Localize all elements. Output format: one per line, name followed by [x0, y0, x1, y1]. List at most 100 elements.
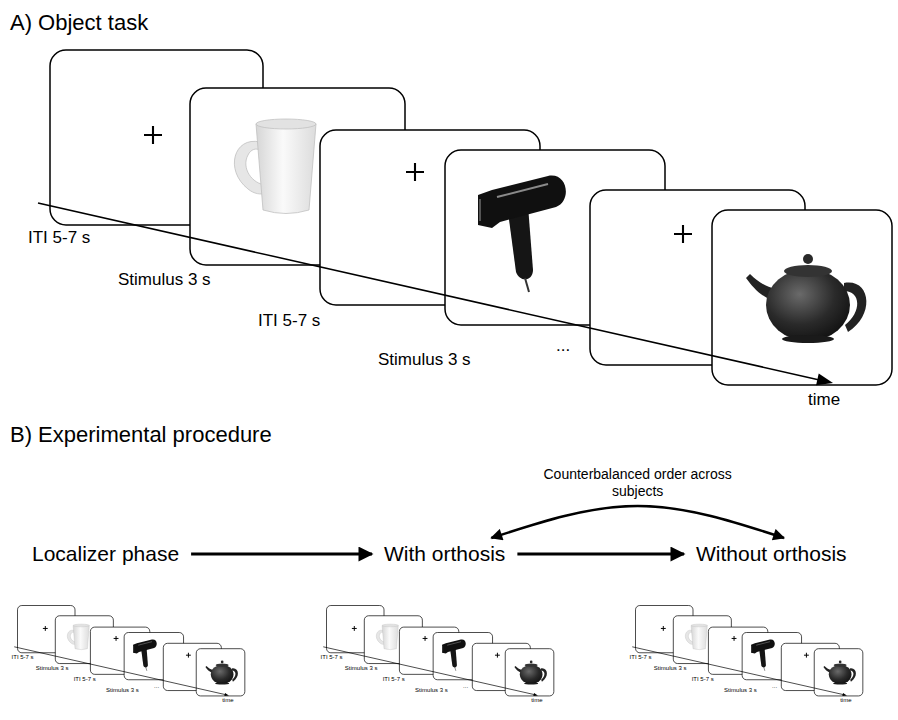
teapot-knob [839, 661, 842, 664]
connector-arrow [517, 553, 684, 556]
fixation-cross [661, 626, 666, 631]
thumbnail-label: time [222, 697, 233, 704]
fixation-cross [804, 653, 809, 658]
dryer-highlight [497, 184, 548, 197]
dryer-highlight [756, 642, 770, 646]
timeline-label: time [808, 390, 840, 410]
thumbnail-label: ... [154, 683, 159, 690]
thumbnail-label: time [531, 697, 542, 704]
dryer-body [751, 639, 775, 653]
thumbnail-label: Stimulus 3 s [345, 665, 378, 672]
panel-title: B) Experimental procedure [10, 422, 272, 447]
thumbnail-label: ITI 5-7 s [74, 676, 96, 683]
thumbnail-label: Stimulus 3 s [654, 665, 687, 672]
thumbnail-label: ITI 5-7 s [630, 654, 652, 661]
timeline-arrowhead [842, 693, 847, 696]
teapot-lid [834, 664, 847, 667]
teapot-lid [525, 664, 538, 667]
stimulus-frame [814, 649, 863, 696]
thumbnail-label: Stimulus 3 s [36, 665, 69, 672]
timeline-axis [632, 647, 843, 695]
fixation-cross [674, 225, 692, 243]
mug-rim [691, 624, 707, 627]
fixation-cross [732, 636, 737, 641]
teapot-base [215, 682, 229, 684]
teapot-base [524, 682, 538, 684]
fixation-cross [495, 653, 500, 658]
timeline-axis [38, 203, 821, 380]
fixation-cross [144, 126, 162, 144]
teapot-body [766, 269, 850, 341]
phase-label: Without orthosis [692, 540, 851, 568]
dryer-body [478, 176, 566, 228]
object-task-panel [38, 50, 892, 385]
thumbnail-label: ITI 5-7 s [321, 654, 343, 661]
teapot-knob [221, 661, 224, 664]
dryer-nozzle [442, 646, 443, 652]
dryer-highlight [447, 642, 461, 646]
dryer-nozzle [751, 646, 752, 652]
timeline-label: ITI 5-7 s [258, 311, 320, 331]
stimulus-frame [505, 649, 554, 696]
mug-body [73, 625, 89, 649]
thumbnail-label: ITI 5-7 s [383, 676, 405, 683]
phase-text: Localizer phase [32, 542, 179, 566]
mug-rim [382, 624, 398, 627]
timeline-label: Stimulus 3 s [378, 350, 471, 370]
task-thumbnail [323, 606, 554, 697]
fixation-cross [423, 636, 428, 641]
phase-label: With orthosis [380, 540, 509, 568]
mug-rim [256, 119, 316, 129]
timeline-label: ITI 5-7 s [28, 228, 90, 248]
thumbnail-label: time [840, 697, 851, 704]
timeline-label: ... [556, 336, 570, 356]
fixation-cross [352, 626, 357, 631]
thumbnail-label: ITI 5-7 s [692, 676, 714, 683]
dryer-nozzle [479, 199, 481, 221]
dryer-body [133, 639, 157, 653]
mug-rim [73, 624, 89, 627]
teapot-lid [784, 265, 832, 277]
panel-title: A) Object task [10, 10, 148, 35]
mug-body [691, 625, 707, 649]
phase-label: Localizer phase [28, 540, 183, 568]
fixation-cross [406, 163, 424, 181]
dryer-cord [764, 667, 765, 671]
mug-body [256, 124, 316, 214]
timeline-axis [323, 647, 534, 695]
connector-arrow [191, 553, 372, 556]
phase-text: With orthosis [384, 542, 505, 566]
thumbnail-label: ITI 5-7 s [12, 654, 34, 661]
dryer-nozzle [133, 646, 134, 652]
thumbnail-label: ... [463, 683, 468, 690]
teapot-body [211, 665, 234, 684]
dryer-body [442, 639, 466, 653]
timeline-axis [14, 647, 225, 695]
timeline-arrowhead [533, 693, 538, 696]
teapot-base [833, 682, 847, 684]
teapot-base [782, 335, 834, 343]
fixation-cross [114, 636, 119, 641]
timeline-label: Stimulus 3 s [118, 270, 211, 290]
edge-label: Counterbalanced order across subjects [530, 466, 745, 500]
timeline-arrowhead [224, 693, 229, 696]
timeline-arrowhead [816, 374, 833, 386]
teapot-knob [803, 254, 813, 264]
teapot-body [829, 665, 852, 684]
fixation-cross [43, 626, 48, 631]
thumbnail-label: Stimulus 3 s [724, 687, 757, 694]
dryer-cord [455, 667, 456, 671]
task-thumbnail [632, 606, 863, 697]
teapot-lid [216, 664, 229, 667]
phase-text: Without orthosis [696, 542, 847, 566]
teapot-body [520, 665, 543, 684]
thumbnail-label: Stimulus 3 s [106, 687, 139, 694]
teapot-knob [530, 661, 533, 664]
thumbnail-label: ... [772, 683, 777, 690]
dryer-cord [146, 667, 147, 671]
mug-body [382, 625, 398, 649]
stimulus-frame [712, 210, 892, 385]
thumbnail-label: Stimulus 3 s [415, 687, 448, 694]
stimulus-frame [196, 649, 245, 696]
